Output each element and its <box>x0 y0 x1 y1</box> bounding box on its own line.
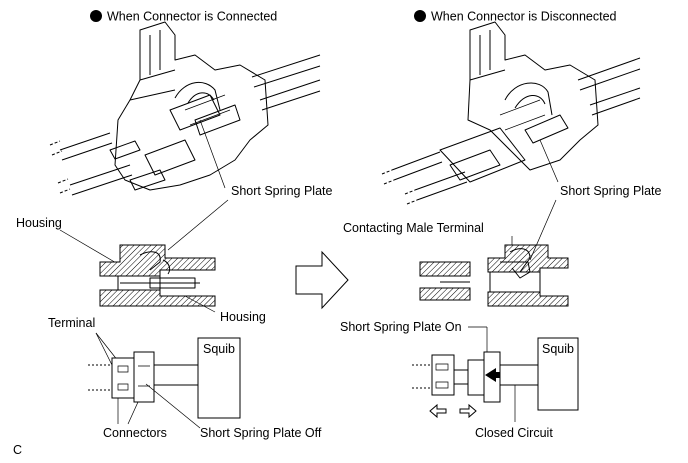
housing-top-label: Housing <box>16 216 62 230</box>
plate-on-label: Short Spring Plate On <box>340 320 462 334</box>
right-heading-bullet <box>414 10 426 22</box>
right-heading: When Connector is Disconnected <box>431 10 617 24</box>
connected-cross-section: Housing Housing <box>16 199 266 324</box>
left-spring-leader <box>199 119 226 189</box>
right-spring-leader <box>539 139 559 183</box>
left-arrow-icon <box>429 403 447 419</box>
housing-bottom-label: Housing <box>220 310 266 324</box>
disconnected-connector-illustration <box>381 21 641 205</box>
terminal-label: Terminal <box>48 316 95 330</box>
left-short-spring-plate-label: Short Spring Plate <box>231 184 332 198</box>
closed-circuit-label: Closed Circuit <box>475 426 553 440</box>
disconnected-cross-section: Contacting Male Terminal <box>343 199 569 307</box>
transition-arrow-icon <box>295 250 349 310</box>
contact-arrow-icon <box>485 368 500 382</box>
corner-code: C <box>13 443 22 457</box>
connected-connector-illustration <box>49 21 321 196</box>
left-squib-label: Squib <box>203 342 235 356</box>
left-heading: When Connector is Connected <box>107 10 277 24</box>
right-arrow-icon <box>459 403 477 419</box>
right-short-spring-plate-label: Short Spring Plate <box>560 184 661 198</box>
connectors-label: Connectors <box>103 426 167 440</box>
right-squib-label: Squib <box>542 342 574 356</box>
plate-off-label: Short Spring Plate Off <box>200 426 322 440</box>
connected-circuit: Terminal Squib Connectors Short Spring P… <box>48 316 322 440</box>
disconnected-circuit: Short Spring Plate On Squib Closed Circu… <box>340 320 579 440</box>
contacting-male-terminal-label: Contacting Male Terminal <box>343 221 484 235</box>
left-heading-bullet <box>90 10 102 22</box>
